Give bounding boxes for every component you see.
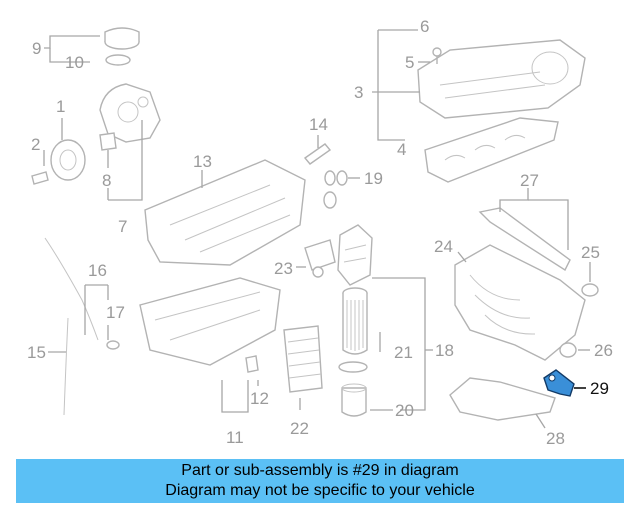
callout-25: 25 xyxy=(581,243,600,262)
banner-line-2: Diagram may not be specific to your vehi… xyxy=(165,482,475,499)
callout-11: 11 xyxy=(226,428,244,447)
callout-26: 26 xyxy=(594,341,613,360)
callout-3: 3 xyxy=(354,83,363,102)
callout-1: 1 xyxy=(56,97,65,116)
callout-4: 4 xyxy=(397,140,406,159)
callout-19: 19 xyxy=(364,169,383,188)
seal-rings-drawing xyxy=(323,170,348,209)
callout-8: 8 xyxy=(102,171,111,190)
callout-24: 24 xyxy=(434,237,453,256)
callout-10: 10 xyxy=(65,53,84,72)
callout-14: 14 xyxy=(309,115,328,134)
oil-cooler-drawing xyxy=(283,325,323,393)
callout-7: 7 xyxy=(118,217,127,236)
filter-housing-gasket-drawing xyxy=(304,239,336,278)
callout-27: 27 xyxy=(520,171,539,190)
valve-cover-drawing xyxy=(417,39,586,119)
callout-23: 23 xyxy=(274,259,293,278)
callout-18: 18 xyxy=(435,341,454,360)
callout-13: 13 xyxy=(193,152,212,171)
banner-line-1: Part or sub-assembly is #29 in diagram xyxy=(181,462,459,479)
oil-filter-element-drawing xyxy=(342,287,368,355)
info-banner: Part or sub-assembly is #29 in diagram D… xyxy=(16,459,624,503)
oil-filler-cap-drawing xyxy=(104,27,140,66)
callout-20: 20 xyxy=(395,401,414,420)
oil-pan-drawing xyxy=(139,277,281,366)
callout-labels: 1 2 3 4 5 6 7 8 9 10 11 12 13 14 15 16 1… xyxy=(27,17,613,448)
parts-diagram: 1 2 3 4 5 6 7 8 9 10 11 12 13 14 15 16 1… xyxy=(27,17,613,448)
callout-16: 16 xyxy=(88,261,107,280)
seal-26-drawing xyxy=(559,342,577,358)
drain-bolt-drawing xyxy=(245,355,259,373)
dipstick-drawing xyxy=(44,237,120,416)
oil-filter-housing-drawing xyxy=(337,224,373,286)
pipe-drawing xyxy=(303,143,332,165)
intake-gasket-drawing xyxy=(478,207,571,272)
filter-cap-drawing xyxy=(338,361,368,417)
bracket-drawing xyxy=(449,377,556,421)
crank-pulley-drawing xyxy=(31,139,86,185)
callout-17: 17 xyxy=(106,303,125,322)
callout-5: 5 xyxy=(405,53,414,72)
leader-lines xyxy=(43,29,591,429)
callout-2: 2 xyxy=(31,135,40,154)
upper-oil-pan-drawing xyxy=(144,159,306,266)
callout-6: 6 xyxy=(420,17,429,36)
callout-21: 21 xyxy=(394,343,413,362)
callout-9: 9 xyxy=(32,39,41,58)
timing-cover-drawing xyxy=(99,83,161,151)
valve-cover-gasket-drawing xyxy=(424,117,559,183)
callout-22: 22 xyxy=(290,419,309,438)
seal-25-drawing xyxy=(581,283,599,297)
part-29-sensor-icon[interactable] xyxy=(543,369,575,397)
callout-12: 12 xyxy=(250,389,269,408)
callout-29[interactable]: 29 xyxy=(590,379,609,398)
callout-15: 15 xyxy=(27,343,46,362)
callout-28: 28 xyxy=(546,429,565,448)
